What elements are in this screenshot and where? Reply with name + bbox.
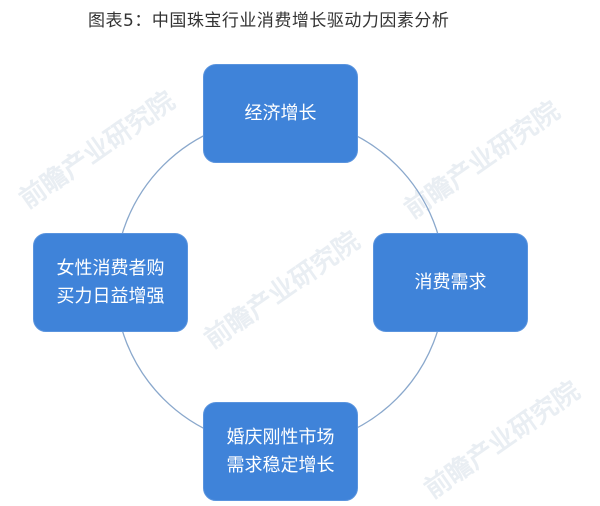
node-consumer-demand: 消费需求 (373, 233, 528, 332)
node-label: 需求稳定增长 (226, 454, 335, 476)
node-female-purchasing-power: 女性消费者购 买力日益增强 (33, 233, 188, 332)
node-label: 女性消费者购 (56, 257, 165, 279)
node-economic-growth: 经济增长 (203, 64, 358, 163)
node-label: 经济增长 (244, 102, 317, 124)
node-label: 消费需求 (414, 271, 487, 293)
figure-title: 图表5：中国珠宝行业消费增长驱动力因素分析 (88, 11, 450, 31)
node-label: 买力日益增强 (56, 285, 165, 307)
node-wedding-demand: 婚庆刚性市场 需求稳定增长 (203, 402, 358, 501)
node-label: 婚庆刚性市场 (226, 426, 335, 448)
